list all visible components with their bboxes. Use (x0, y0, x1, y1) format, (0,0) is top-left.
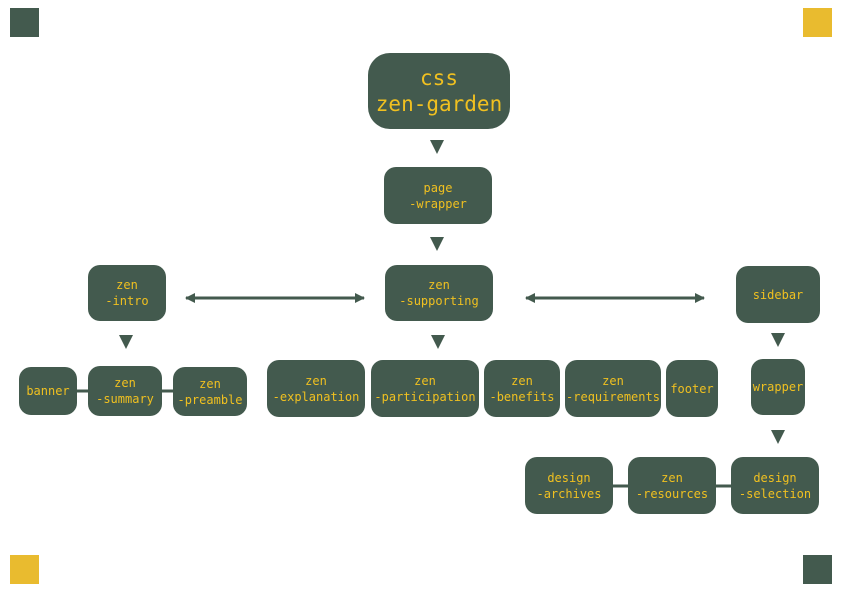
down-arrow-wrapper (771, 430, 785, 444)
node-label-line2: -archives (536, 486, 602, 501)
node-sidebar: sidebar (736, 266, 820, 323)
node-label-line1: page (423, 180, 453, 195)
node-label-line2: -summary (96, 392, 154, 406)
node-footer: footer (666, 360, 718, 417)
down-arrow-zen-supporting (431, 335, 445, 349)
node-label-line2: -benefits (489, 389, 555, 404)
node-label-line1: zen (428, 278, 450, 292)
node-zen-resources: zen -resources (628, 457, 716, 514)
down-arrow-zen-intro (119, 335, 133, 349)
node-label-line1: zen (199, 376, 221, 391)
node-label-line1: banner (26, 384, 70, 398)
node-label-line1: css (420, 66, 458, 90)
node-zen-summary: zen -summary (88, 366, 162, 416)
node-label-line2: -resources (635, 486, 709, 501)
node-label-line1: zen (116, 278, 138, 292)
node-zen-benefits: zen -benefits (484, 360, 560, 417)
node-label-line2: -intro (105, 294, 149, 308)
node-label-line1: footer (670, 381, 714, 396)
node-banner: banner (19, 367, 77, 415)
node-zen-requirements: zen -requirements (565, 360, 661, 417)
node-zen-supporting: zen -supporting (385, 265, 493, 321)
node-label-line1: zen (511, 373, 533, 388)
node-design-archives: design -archives (525, 457, 613, 514)
node-label-line2: -participation (374, 389, 476, 404)
node-label-line2: -selection (738, 486, 812, 501)
node-wrapper: wrapper (751, 359, 805, 415)
node-label-line1: zen (114, 376, 136, 390)
node-label-line1: design (753, 470, 797, 485)
node-zen-preamble: zen -preamble (173, 367, 247, 416)
node-label-line2: -explanation (272, 389, 360, 404)
node-css-zen-garden: css zen-garden (368, 53, 510, 129)
node-zen-explanation: zen -explanation (267, 360, 365, 417)
down-arrow-sidebar (771, 333, 785, 347)
node-label-line1: zen (661, 470, 683, 485)
node-zen-intro: zen -intro (88, 265, 166, 321)
node-label-line2: -supporting (399, 294, 479, 308)
node-label-line2: -wrapper (409, 196, 467, 211)
down-arrow-page-wrapper (430, 237, 444, 251)
corner-square-top-right (803, 8, 832, 37)
node-label-line1: zen (414, 373, 436, 388)
node-label-line1: wrapper (752, 380, 804, 394)
node-label-line1: zen (305, 373, 327, 388)
node-label-line2: -requirements (566, 389, 660, 404)
node-label-line2: zen-garden (375, 92, 503, 116)
node-zen-participation: zen -participation (371, 360, 479, 417)
node-label-line1: zen (602, 373, 624, 388)
corner-square-bottom-left (10, 555, 39, 584)
node-label-line1: design (547, 470, 591, 485)
node-page-wrapper: page -wrapper (384, 167, 492, 224)
node-label-line2: -preamble (177, 392, 243, 407)
down-arrow-root (430, 140, 444, 154)
node-label-line1: sidebar (752, 287, 804, 302)
corner-square-top-left (10, 8, 39, 37)
corner-square-bottom-right (803, 555, 832, 584)
node-design-selection: design -selection (731, 457, 819, 514)
